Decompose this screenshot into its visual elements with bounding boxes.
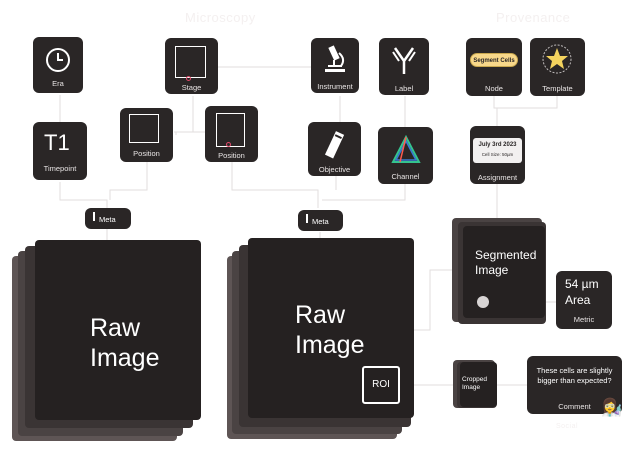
position-label: Position [133, 149, 160, 158]
section-title-microscopy: Microscopy [185, 10, 256, 25]
meta-pill-1[interactable]: Meta [85, 208, 131, 229]
segmented-handle[interactable] [477, 296, 489, 308]
assignment-cell-size: Cell Size: 50µm [481, 152, 514, 157]
segmented-image-front: Segmented Image [463, 226, 545, 318]
node-tile[interactable]: Segment Cells Node [466, 38, 522, 96]
meta-label: Meta [99, 215, 116, 224]
comment-tile[interactable]: These cells are slightly bigger than exp… [527, 356, 622, 414]
clock-icon [46, 48, 70, 72]
metric-name: Area [565, 293, 591, 307]
position-label: Position [218, 151, 245, 160]
raw-image-title: Raw Image [295, 301, 365, 359]
objective-tile[interactable]: Objective [308, 122, 361, 176]
comment-text: These cells are slightly bigger than exp… [536, 366, 613, 385]
node-pill: Segment Cells [470, 53, 518, 67]
label-tile[interactable]: Label [379, 38, 429, 95]
assignment-label: Assignment [477, 173, 518, 182]
template-label: Template [542, 84, 573, 93]
raw-image-title: Raw Image [90, 314, 160, 372]
meta-pill-2[interactable]: Meta [298, 210, 343, 231]
cropped-image-title: Cropped Image [462, 376, 487, 391]
objective-label: Objective [318, 165, 351, 174]
raw-image-front: Raw Image [35, 240, 201, 420]
meta-bar [306, 214, 308, 223]
label-label: Label [394, 84, 414, 93]
stage-tile[interactable]: Stage [165, 38, 218, 94]
metric-value: 54 µm [565, 277, 599, 291]
position-tile-2[interactable]: Position [205, 106, 258, 162]
assignment-card: July 3rd 2023 Cell Size: 50µm [473, 138, 522, 163]
instrument-tile[interactable]: Instrument [311, 38, 359, 93]
channel-label: Channel [391, 172, 420, 181]
section-title-social: Social [556, 423, 579, 430]
stage-marker [186, 76, 191, 81]
timepoint-value: T1 [44, 130, 70, 155]
roi-box[interactable]: ROI [362, 366, 400, 404]
antibody-icon [392, 47, 416, 74]
template-tile[interactable]: Template [530, 38, 585, 96]
assignment-date: July 3rd 2023 [478, 142, 517, 148]
position-marker [226, 142, 231, 147]
prism-icon [391, 135, 421, 163]
section-title-provenance: Provenance [496, 10, 571, 25]
assignment-tile[interactable]: July 3rd 2023 Cell Size: 50µm Assignment [470, 126, 525, 184]
metric-tile[interactable]: 54 µm Area Metric [556, 271, 612, 329]
era-label: Era [52, 79, 64, 88]
meta-bar [93, 212, 95, 221]
stage-frame [175, 46, 206, 78]
position-frame [216, 113, 245, 147]
objective-lens-icon [324, 131, 345, 159]
channel-tile[interactable]: Channel [378, 127, 433, 184]
node-label: Node [485, 84, 503, 93]
scientist-emoji-icon: 👩‍🔬 [601, 398, 623, 417]
stage-label: Stage [181, 83, 202, 92]
cropped-image-front: Cropped Image [460, 362, 497, 407]
segmented-image-title: Segmented Image [475, 248, 537, 277]
comment-label: Comment [558, 402, 591, 411]
timepoint-label: Timepoint [43, 164, 77, 173]
timepoint-tile[interactable]: T1 Timepoint [33, 122, 87, 180]
star-icon [542, 44, 572, 74]
raw-image-front: Raw Image ROI [248, 238, 414, 418]
microscope-icon [325, 45, 345, 72]
meta-label: Meta [312, 217, 329, 226]
instrument-label: Instrument [317, 82, 353, 91]
metric-label: Metric [573, 315, 595, 324]
position-tile-1[interactable]: Position [120, 108, 173, 162]
position-frame [129, 114, 159, 143]
era-tile[interactable]: Era [33, 37, 83, 93]
